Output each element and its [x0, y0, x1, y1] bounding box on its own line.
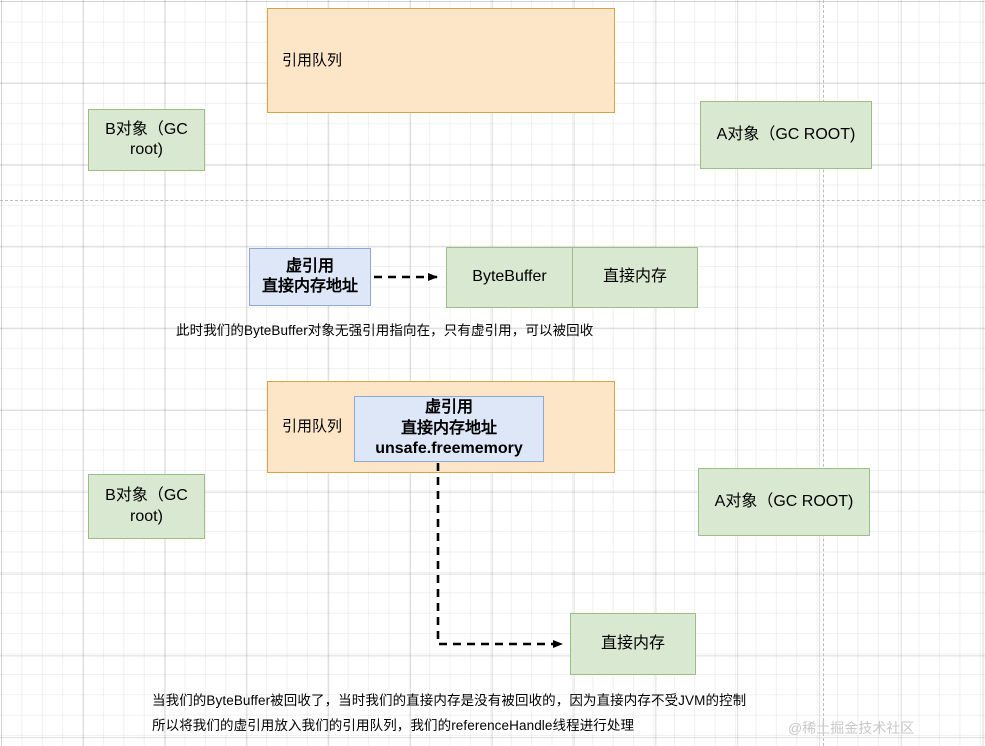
phantom-reference-bottom[interactable]: 虚引用 直接内存地址 unsafe.freememory — [354, 396, 544, 462]
b-object-bottom[interactable]: B对象（GC root) — [88, 474, 205, 539]
caption-middle: 此时我们的ByteBuffer对象无强引用指向在，只有虚引用，可以被回收 — [176, 323, 594, 338]
page-break-horizontal — [0, 200, 985, 201]
page-break-vertical — [823, 0, 824, 746]
caption-bottom-line1: 当我们的ByteBuffer被回收了，当时我们的直接内存是没有被回收的，因为直接… — [152, 693, 747, 708]
byte-buffer-box[interactable]: ByteBuffer — [446, 247, 572, 308]
direct-memory-middle[interactable]: 直接内存 — [572, 247, 698, 308]
a-object-bottom[interactable]: A对象（GC ROOT) — [698, 468, 870, 536]
a-object-top[interactable]: A对象（GC ROOT) — [700, 101, 872, 169]
reference-queue-top[interactable]: 引用队列 — [267, 8, 615, 113]
arrow-phantom-to-direct-memory — [436, 463, 563, 648]
b-object-top[interactable]: B对象（GC root) — [88, 109, 205, 171]
caption-bottom-line2: 所以将我们的虚引用放入我们的引用队列，我们的referenceHandle线程进… — [152, 718, 635, 733]
direct-memory-bottom[interactable]: 直接内存 — [570, 613, 696, 675]
watermark: @稀土掘金技术社区 — [788, 720, 915, 736]
phantom-reference-middle[interactable]: 虚引用 直接内存地址 — [249, 248, 371, 306]
